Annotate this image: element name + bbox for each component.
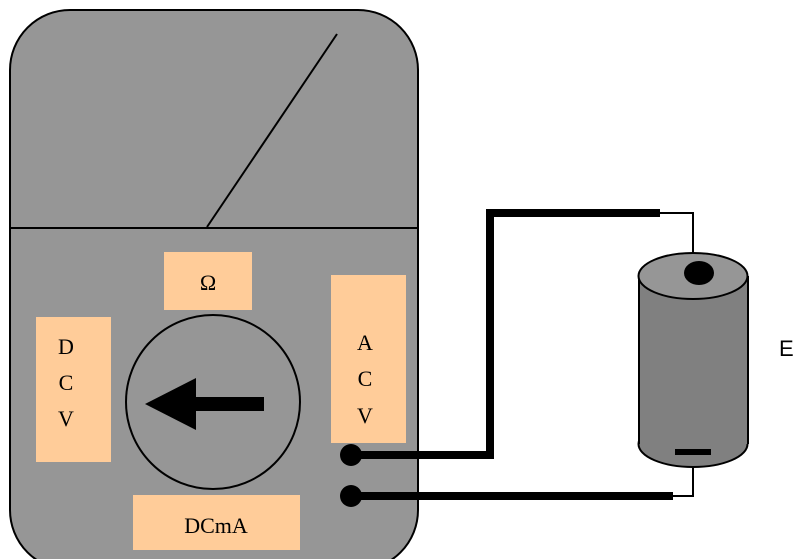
dcma-label-box	[133, 495, 300, 550]
ohm-label-box	[164, 252, 252, 310]
dcv-label-line-2: C	[59, 370, 74, 395]
dcv-label-box	[36, 317, 111, 462]
dial-arrow-head	[145, 378, 196, 430]
acv-range[interactable]: A C V	[331, 275, 406, 443]
test-leads	[351, 209, 694, 500]
upper-test-lead	[351, 209, 660, 459]
dial-arrow-shaft	[186, 397, 264, 411]
ohm-label: Ω	[200, 270, 216, 295]
meter-needle	[206, 33, 338, 228]
range-selector-dial[interactable]	[125, 314, 301, 490]
battery[interactable]	[637, 252, 749, 468]
dcma-range[interactable]: DCmA	[133, 495, 300, 550]
acv-label-box	[331, 275, 406, 443]
lower-wire	[671, 455, 694, 497]
ohm-range[interactable]: Ω	[164, 252, 252, 310]
battery-label: E	[779, 336, 794, 361]
dcv-range[interactable]: D C V	[36, 317, 111, 462]
multimeter: Ω D C V A C V DCmA	[9, 9, 419, 559]
acv-label-line-2: C	[358, 366, 373, 391]
battery-negative-marker	[675, 449, 711, 455]
acv-label-line-3: V	[357, 403, 373, 428]
battery-positive-terminal	[684, 261, 714, 285]
acv-label-line-1: A	[357, 330, 373, 355]
battery-body-fill	[640, 276, 747, 444]
dcv-label-line-3: V	[58, 406, 74, 431]
upper-wire	[658, 212, 694, 270]
dcv-label-line-1: D	[58, 334, 74, 359]
dcma-label: DCmA	[184, 513, 248, 538]
